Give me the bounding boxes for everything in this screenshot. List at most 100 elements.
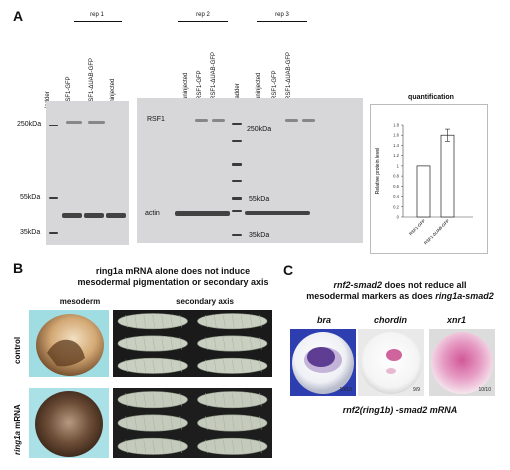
embryo-somite bbox=[223, 416, 226, 430]
embryo-somite bbox=[214, 392, 217, 407]
embryo-somite bbox=[241, 314, 244, 328]
western-blot-gel-1 bbox=[46, 101, 129, 245]
gel1-kda-55: 55kDa bbox=[20, 194, 41, 201]
marker-label-chordin: chordin bbox=[374, 315, 407, 325]
panel-c-letter: C bbox=[283, 262, 294, 278]
embryo-somite bbox=[134, 392, 137, 407]
embryo-somite bbox=[259, 337, 262, 350]
col-label-secondary-axis: secondary axis bbox=[176, 297, 234, 306]
embryo-somite bbox=[170, 392, 173, 407]
embryo-somite bbox=[232, 359, 235, 373]
quant-y-tick-label: 0.4 bbox=[393, 194, 399, 199]
insitu-chordin-count: 9/9 bbox=[413, 387, 420, 393]
insitu-bra-image: 10/10 bbox=[290, 329, 356, 396]
gel1-kda-250: 250kDa bbox=[17, 121, 42, 128]
quant-category-label: RSF1-GFP bbox=[408, 218, 426, 236]
col-label-mesoderm: mesoderm bbox=[59, 297, 101, 306]
embryo-somite bbox=[179, 392, 182, 407]
embryo-somite bbox=[232, 439, 235, 454]
embryo-somite bbox=[161, 416, 164, 430]
embryo-somite bbox=[179, 337, 182, 350]
gel2-kda-55: 55kDa bbox=[249, 196, 270, 203]
gel2-kda-250: 250kDa bbox=[247, 126, 272, 133]
rep1-label: rep 1 bbox=[90, 12, 104, 18]
embryo-somite bbox=[125, 337, 128, 350]
embryo-somite bbox=[223, 439, 226, 454]
western-blot-gel-2: RSF1 actin 250kDa 55kDa 35kDa bbox=[137, 98, 363, 243]
row-label-ring1a: ring1a mRNA bbox=[13, 404, 22, 455]
quant-category-label: RSF1-ΔUAB-GFP bbox=[423, 218, 450, 245]
quant-y-tick-label: 1.8 bbox=[393, 123, 399, 128]
embryo-somite bbox=[241, 337, 244, 350]
embryo-somite bbox=[143, 359, 146, 373]
row-label-ring1a-italic: ring1a bbox=[13, 430, 22, 455]
quant-y-tick-label: 0.2 bbox=[393, 204, 399, 209]
insitu-chordin-image: 9/9 bbox=[358, 329, 424, 396]
gel2-kda-35: 35kDa bbox=[249, 232, 270, 239]
secondary-axis-control-image bbox=[113, 310, 272, 377]
embryo-somite bbox=[205, 416, 208, 430]
panel-c-caption: rnf2(ring1b) -smad2 mRNA bbox=[342, 405, 458, 415]
embryo-somite bbox=[250, 337, 253, 350]
embryo-somite bbox=[125, 392, 128, 407]
panel-c-title-line2-rest: mesodermal markers as does bbox=[306, 291, 436, 301]
embryo-somite bbox=[241, 359, 244, 373]
embryo-somite bbox=[143, 439, 146, 454]
embryo-somite bbox=[205, 337, 208, 350]
gel2-lane-rsf1-gfp-1: RSF1-GFP bbox=[197, 70, 203, 100]
quant-bar bbox=[440, 134, 455, 218]
quant-y-tick-label: 0 bbox=[397, 215, 400, 220]
embryo-somite bbox=[170, 337, 173, 350]
insitu-xnr1-image: 10/10 bbox=[429, 329, 495, 396]
embryo-somite bbox=[223, 359, 226, 373]
embryo-somite bbox=[143, 392, 146, 407]
insitu-xnr1-count: 10/10 bbox=[478, 387, 491, 393]
embryo-somite bbox=[232, 337, 235, 350]
quant-y-tick-label: 1.2 bbox=[393, 153, 399, 158]
embryo-somite bbox=[152, 416, 155, 430]
panel-c-title: rnf2-smad2 does not reduce all mesoderma… bbox=[290, 280, 510, 302]
embryo-somite bbox=[250, 416, 253, 430]
embryo-somite bbox=[259, 359, 262, 373]
rep3-underline bbox=[257, 21, 307, 22]
panel-b-title: ring1a mRNA alone does not induce mesode… bbox=[58, 266, 288, 288]
embryo-somite bbox=[152, 359, 155, 373]
row-label-ring1a-rest: mRNA bbox=[13, 404, 22, 431]
embryo-somite bbox=[259, 416, 262, 430]
embryo-somite bbox=[143, 314, 146, 328]
gel2-lane-rsf1-duab-2: RSF1-ΔUAB-GFP bbox=[286, 51, 292, 100]
embryo-somite bbox=[170, 359, 173, 373]
quant-y-axis-label: Relative protein level bbox=[375, 148, 381, 194]
rep2-underline bbox=[178, 21, 228, 22]
actin-band-label: actin bbox=[145, 210, 160, 217]
embryo-somite bbox=[214, 416, 217, 430]
mesoderm-ring1a-image bbox=[29, 388, 109, 458]
embryo-somite bbox=[241, 439, 244, 454]
embryo-somite bbox=[134, 314, 137, 328]
embryo-somite bbox=[134, 416, 137, 430]
embryo-somite bbox=[223, 337, 226, 350]
panel-b-title-line1: ring1a mRNA alone does not induce bbox=[95, 266, 251, 276]
embryo-somite bbox=[170, 416, 173, 430]
quant-y-tick-label: 1.6 bbox=[393, 133, 399, 138]
embryo-somite bbox=[143, 416, 146, 430]
quant-y-tick-label: 1.4 bbox=[393, 143, 399, 148]
gel1-kda-35: 35kDa bbox=[20, 229, 41, 236]
embryo-somite bbox=[232, 314, 235, 328]
embryo-somite bbox=[205, 314, 208, 328]
gel2-lane-uninjected-2: uninjected bbox=[256, 72, 262, 100]
embryo-somite bbox=[259, 314, 262, 328]
embryo-somite bbox=[205, 439, 208, 454]
embryo-somite bbox=[250, 314, 253, 328]
embryo-somite bbox=[125, 314, 128, 328]
rep1-underline bbox=[74, 21, 122, 22]
quant-y-tick-label: 1 bbox=[397, 163, 400, 168]
panel-c-title-line1-rest: does not reduce all bbox=[381, 280, 467, 290]
insitu-bra-count: 10/10 bbox=[339, 387, 352, 393]
embryo-somite bbox=[161, 314, 164, 328]
embryo-somite bbox=[143, 337, 146, 350]
marker-label-xnr1: xnr1 bbox=[447, 315, 467, 325]
embryo-somite bbox=[152, 314, 155, 328]
embryo-somite bbox=[161, 337, 164, 350]
